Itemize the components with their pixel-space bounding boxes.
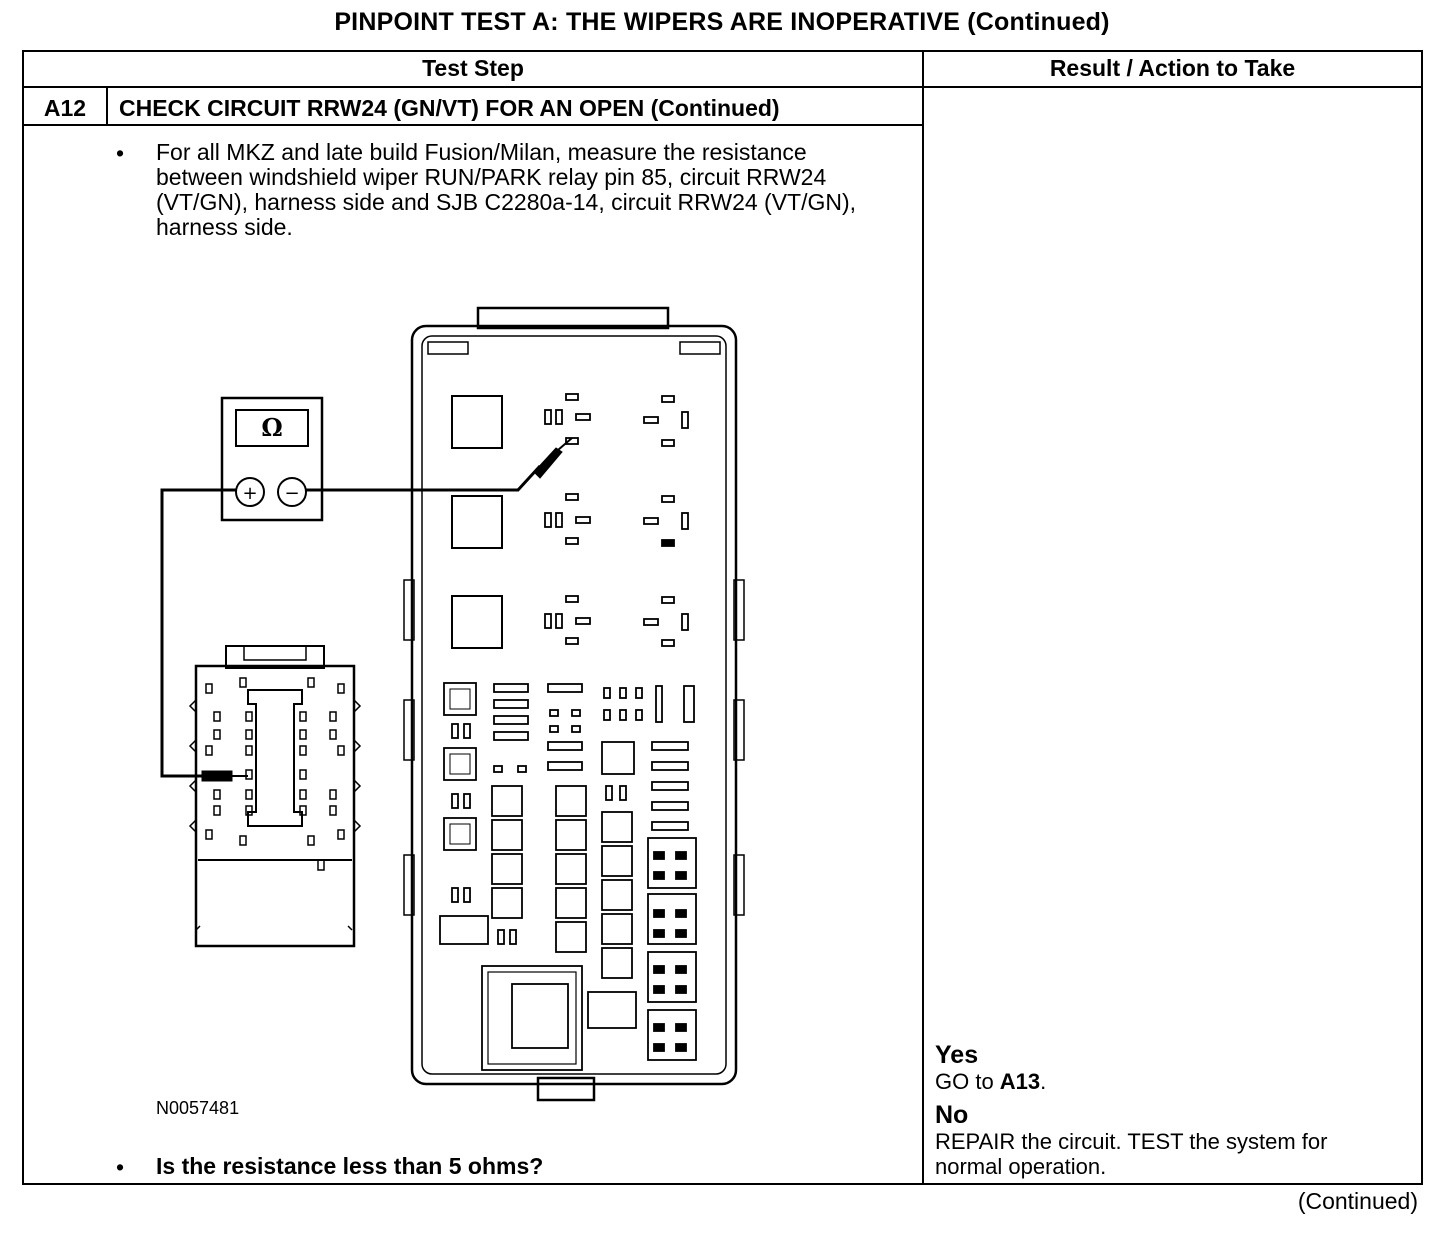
plus-terminal-label: + bbox=[242, 483, 257, 504]
header-result-action: Result / Action to Take bbox=[1049, 55, 1296, 81]
step-id: A12 bbox=[43, 95, 87, 121]
ohm-symbol: Ω bbox=[261, 413, 282, 442]
no-action-line2: normal operation. bbox=[935, 1154, 1107, 1179]
step-row-divider bbox=[24, 124, 922, 126]
yes-action-prefix: GO to bbox=[935, 1069, 1000, 1094]
harness-connector bbox=[188, 645, 362, 948]
relay-sockets bbox=[451, 395, 503, 649]
ohmmeter bbox=[220, 396, 324, 522]
fuse-area bbox=[439, 682, 697, 1071]
no-action-line1: REPAIR the circuit. TEST the system for bbox=[935, 1129, 1328, 1154]
page-title: PINPOINT TEST A: THE WIPERS ARE INOPERAT… bbox=[334, 8, 1110, 36]
minus-terminal-label: − bbox=[284, 483, 299, 504]
step-id-divider bbox=[106, 88, 108, 124]
yes-action: GO to A13. bbox=[935, 1069, 1415, 1094]
bullet-question: • bbox=[116, 1154, 125, 1180]
header-test-step: Test Step bbox=[422, 55, 524, 81]
result-yes: Yes GO to A13. bbox=[935, 1041, 1415, 1095]
bullet-instruction: • bbox=[116, 140, 125, 166]
figure-id: N0057481 bbox=[156, 1098, 240, 1118]
column-divider bbox=[922, 52, 924, 1183]
result-no: No REPAIR the circuit. TEST the system f… bbox=[935, 1101, 1415, 1180]
question-text: Is the resistance less than 5 ohms? bbox=[156, 1153, 544, 1179]
yes-action-target: A13 bbox=[999, 1069, 1041, 1094]
probe-tips bbox=[201, 437, 573, 782]
yes-action-suffix: . bbox=[1040, 1069, 1047, 1094]
yes-label: Yes bbox=[935, 1041, 979, 1069]
test-table: Test Step Result / Action to Take A12 CH… bbox=[22, 50, 1423, 1185]
continued-footer: (Continued) bbox=[1297, 1188, 1418, 1214]
no-label: No bbox=[935, 1101, 969, 1129]
test-leads bbox=[160, 464, 542, 778]
header-divider bbox=[24, 86, 1421, 88]
relay-terminals bbox=[544, 393, 689, 647]
junction-box-outline bbox=[403, 306, 745, 1102]
step-title: CHECK CIRCUIT RRW24 (GN/VT) FOR AN OPEN … bbox=[119, 95, 780, 121]
instruction-text: For all MKZ and late build Fusion/Milan,… bbox=[156, 139, 857, 240]
